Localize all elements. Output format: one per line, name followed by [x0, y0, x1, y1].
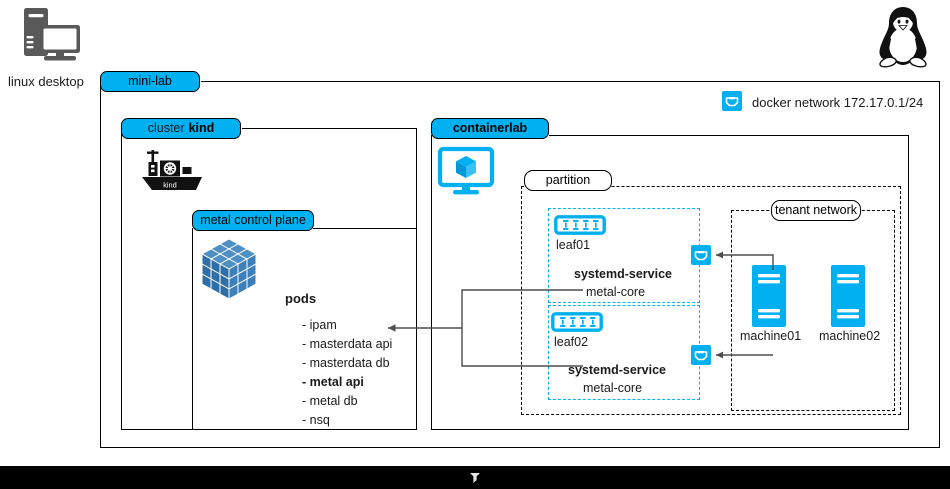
cluster-kind-tab: cluster kind: [121, 118, 241, 139]
cluster-kind-label-name: kind: [188, 121, 215, 136]
partition-tab: partition: [524, 170, 612, 191]
collapse-arrow-icon[interactable]: [468, 471, 482, 485]
pod-list-item: - ipam: [302, 318, 337, 332]
machine01-server-tower-icon: [752, 265, 786, 327]
leaf02-service-heading: systemd-service: [568, 363, 666, 377]
pods-heading: pods: [285, 291, 317, 306]
network-switch-icon: [551, 312, 603, 332]
mini-lab-label: mini-lab: [128, 74, 172, 89]
pod-list-item: - metal db: [302, 394, 358, 408]
svg-text:kind: kind: [163, 180, 177, 189]
mini-lab-tab: mini-lab: [100, 71, 200, 92]
machine02-server-tower-icon: [831, 265, 865, 327]
leaf01-ethernet-port-icon: [691, 245, 711, 265]
docker-network-label: docker network 172.17.0.1/24: [752, 95, 924, 110]
ethernet-port-icon: [722, 91, 742, 111]
machine01-label: machine01: [740, 329, 802, 343]
containerlab-tab: containerlab: [431, 118, 549, 139]
partition-box: [521, 186, 901, 415]
monitor-container-icon: [437, 146, 495, 197]
machine02-label: machine02: [819, 329, 881, 343]
pod-list-item: - masterdata api: [302, 337, 393, 351]
leaf02-ethernet-port-icon: [691, 345, 711, 365]
partition-label: partition: [545, 173, 591, 188]
leaf02-service-name: metal-core: [583, 381, 643, 395]
leaf02-port-incoming-connector: [716, 351, 773, 359]
metal-control-plane-label: metal control plane: [200, 213, 306, 228]
desktop-computer-icon: [16, 6, 86, 64]
desktop-label: linux desktop: [8, 74, 84, 89]
leaf01-service-heading: systemd-service: [574, 267, 672, 281]
metal-control-plane-tab: metal control plane: [192, 210, 314, 231]
cluster-kind-label-prefix: cluster: [147, 120, 185, 135]
leaves-to-metal-api-connector: [388, 289, 583, 367]
status-bar: [0, 466, 950, 489]
network-switch-icon: [554, 215, 606, 235]
kind-ship-logo: kind: [140, 148, 212, 196]
leaf01-service-name: metal-core: [586, 285, 646, 299]
leaf01-name: leaf01: [556, 238, 591, 252]
pod-list-item-metal-api: - metal api: [302, 375, 364, 389]
tenant-network-tab: tenant network: [771, 200, 861, 221]
pods-list: - ipam - masterdata api - masterdata db …: [302, 316, 392, 430]
mini-lab-box: [100, 81, 940, 448]
tenant-network-label: tenant network: [775, 203, 857, 218]
pod-list-item: - masterdata db: [302, 356, 390, 370]
machine01-to-leaf01-connector: [716, 251, 774, 270]
pod-list-item: - nsq: [302, 413, 330, 427]
leaf02-name: leaf02: [554, 335, 589, 349]
containerlab-box: [431, 135, 909, 430]
tux-penguin-logo: [872, 4, 934, 70]
kubernetes-cube-icon: [200, 236, 258, 300]
containerlab-label: containerlab: [452, 121, 528, 136]
